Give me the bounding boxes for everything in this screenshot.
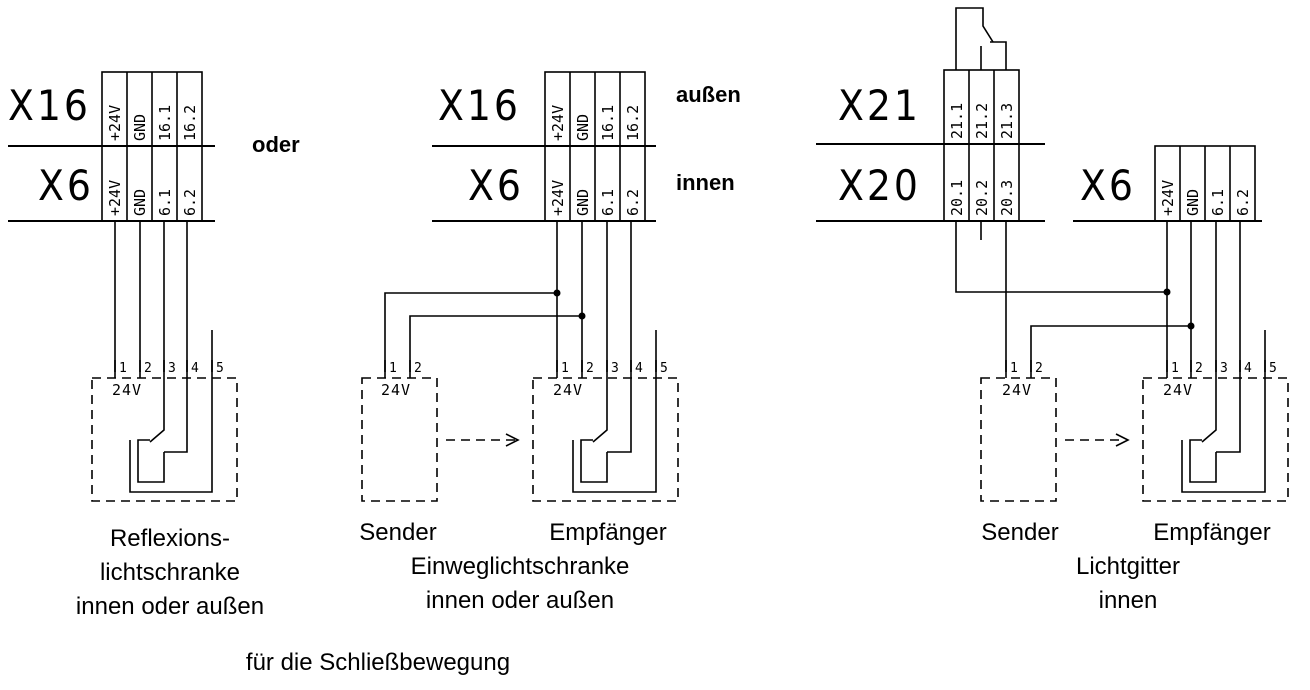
pin-x16-162-mid: 16.2 <box>624 105 642 141</box>
right-connector-block: X21 X20 21.1 21.2 21.3 20.1 20.2 20.3 <box>816 7 1045 222</box>
right-sender-box: 1 2 24V <box>980 360 1057 502</box>
middle-connector-block: X16 X6 +24V GND 16.1 16.2 +24V GND 6.1 6… <box>432 71 656 222</box>
pin-x20-2: 20.2 <box>973 180 991 216</box>
right-receiver-box: 1 2 3 4 5 24V <box>1142 360 1289 502</box>
middle-caption: Sender Empfänger Einweglichtschranke inn… <box>359 519 666 614</box>
caption-reflex-3: innen oder außen <box>76 593 264 620</box>
caption-gitter-2: innen <box>1099 587 1158 614</box>
pin-x6-62-left: 6.2 <box>181 189 199 216</box>
connector-label-x16-mid: X16 <box>438 81 521 130</box>
v24-label-mid-sender: 24V <box>381 381 411 399</box>
pin-x6-24v-mid: +24V <box>549 180 567 216</box>
term-3-mid: 3 <box>611 361 619 376</box>
innen-label: innen <box>676 170 735 195</box>
left-caption: Reflexions- lichtschranke innen oder auß… <box>76 525 264 620</box>
middle-receiver-box: 1 2 3 4 5 24V <box>532 360 679 502</box>
middle-arrow <box>446 433 520 447</box>
term-2-right-sender: 2 <box>1035 361 1043 376</box>
right-arrow <box>1065 433 1130 447</box>
pin-x16-161-left: 16.1 <box>156 105 174 141</box>
term-1-mid-sender: 1 <box>389 361 397 376</box>
term-2-mid-sender: 2 <box>414 361 422 376</box>
pin-x6-61-left: 6.1 <box>156 189 174 216</box>
term-4-right: 4 <box>1244 361 1252 376</box>
right-caption: Sender Empfänger Lichtgitter innen <box>981 519 1270 614</box>
pin-x6-62-mid: 6.2 <box>624 189 642 216</box>
term-5-left: 5 <box>216 361 224 376</box>
caption-empfaenger-mid: Empfänger <box>549 519 666 546</box>
caption-reflex-1: Reflexions- <box>110 525 230 552</box>
pin-x16-161-mid: 16.1 <box>599 105 617 141</box>
pin-x6-24v-right: +24V <box>1159 180 1177 216</box>
term-1-mid: 1 <box>561 361 569 376</box>
connector-label-x6-left: X6 <box>38 161 94 210</box>
term-1-right-sender: 1 <box>1010 361 1018 376</box>
pin-x6-61-mid: 6.1 <box>599 189 617 216</box>
v24-label-right-sender: 24V <box>1002 381 1032 399</box>
caption-einweg-2: innen oder außen <box>426 587 614 614</box>
oder-label: oder <box>252 132 300 157</box>
pin-x6-61-right: 6.1 <box>1209 189 1227 216</box>
pin-x16-24v-mid: +24V <box>549 105 567 141</box>
pin-x6-62-right: 6.2 <box>1234 189 1252 216</box>
left-sensor-box: 1 2 3 4 5 24V <box>91 360 238 502</box>
caption-sender-mid: Sender <box>359 519 436 546</box>
connector-label-x16-left: X16 <box>8 81 91 130</box>
caption-reflex-2: lichtschranke <box>100 559 240 586</box>
middle-sender-box: 1 2 24V <box>361 360 438 502</box>
footer-caption: für die Schließbewegung <box>246 649 510 676</box>
pin-x6-24v-left: +24V <box>106 180 124 216</box>
pin-x6-gnd-left: GND <box>131 189 149 216</box>
pin-x16-162-left: 16.2 <box>181 105 199 141</box>
term-4-left: 4 <box>191 361 199 376</box>
caption-sender-right: Sender <box>981 519 1058 546</box>
right-x6-block: X6 +24V GND 6.1 6.2 <box>1073 145 1262 222</box>
term-4-mid: 4 <box>635 361 643 376</box>
pin-x21-3: 21.3 <box>998 103 1016 139</box>
left-wires <box>114 221 213 372</box>
term-2-left: 2 <box>144 361 152 376</box>
pin-x16-24v-left: +24V <box>106 105 124 141</box>
term-2-right: 2 <box>1195 361 1203 376</box>
middle-wires <box>384 221 657 372</box>
v24-label-mid: 24V <box>553 381 583 399</box>
term-3-left: 3 <box>168 361 176 376</box>
left-connector-block: X16 X6 +24V GND 16.1 16.2 +24V GND 6.1 6… <box>8 71 215 222</box>
term-2-mid: 2 <box>586 361 594 376</box>
aussen-label: außen <box>676 82 741 107</box>
connector-label-x6-right: X6 <box>1080 161 1136 210</box>
pin-x20-3: 20.3 <box>998 180 1016 216</box>
connector-label-x20: X20 <box>838 161 921 210</box>
pin-x21-1: 21.1 <box>948 103 966 139</box>
v24-label-left: 24V <box>112 381 142 399</box>
pin-x16-gnd-mid: GND <box>574 114 592 141</box>
pin-x6-gnd-mid: GND <box>574 189 592 216</box>
pin-x20-1: 20.1 <box>948 180 966 216</box>
v24-label-right: 24V <box>1163 381 1193 399</box>
pin-x21-2: 21.2 <box>973 103 991 139</box>
right-wires <box>955 221 1266 372</box>
connector-label-x6-mid: X6 <box>468 161 524 210</box>
term-1-right: 1 <box>1171 361 1179 376</box>
pin-x16-gnd-left: GND <box>131 114 149 141</box>
connector-label-x21: X21 <box>838 81 921 130</box>
caption-gitter-1: Lichtgitter <box>1076 553 1180 580</box>
caption-empfaenger-right: Empfänger <box>1153 519 1270 546</box>
term-5-mid: 5 <box>660 361 668 376</box>
pin-x6-gnd-right: GND <box>1184 189 1202 216</box>
term-1-left: 1 <box>119 361 127 376</box>
caption-einweg-1: Einweglichtschranke <box>411 553 630 580</box>
term-5-right: 5 <box>1269 361 1277 376</box>
term-3-right: 3 <box>1220 361 1228 376</box>
